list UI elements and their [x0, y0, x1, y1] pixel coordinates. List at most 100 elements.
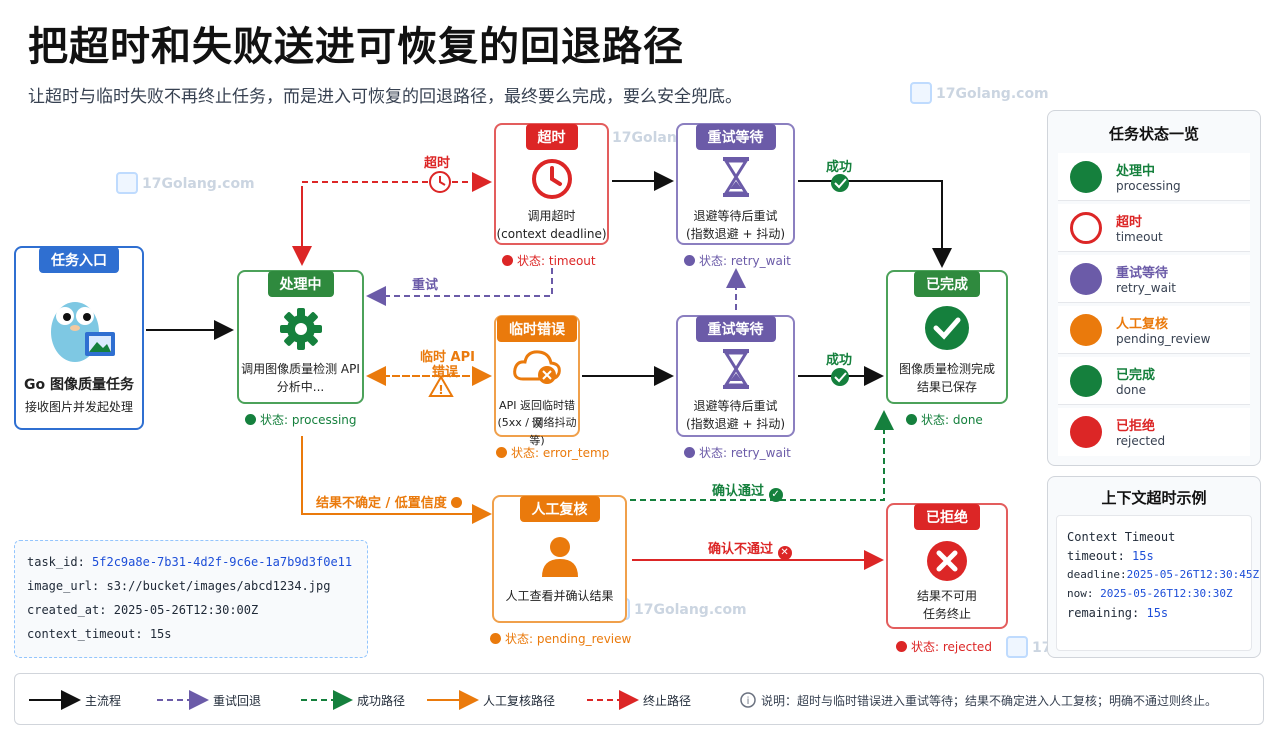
- status-retry-mid: 状态: retry_wait: [684, 444, 791, 461]
- watermark: 17Golang.com: [116, 172, 255, 194]
- node-retry-mid-head: 重试等待: [695, 316, 776, 342]
- page-title: 把超时和失败送进可恢复的回退路径: [28, 24, 684, 70]
- task-info-row: context_timeout: 15s: [27, 627, 172, 641]
- legend-terminate: 终止路径: [643, 694, 692, 708]
- edge-review-done: [630, 410, 894, 501]
- node-processing-desc2: 分析中...: [276, 380, 325, 394]
- cloud-error-icon: [511, 347, 563, 391]
- legend-note: 说明：超时与临时错误进入重试等待；结果不确定进入人工复核；明确不通过则终止。: [761, 694, 1218, 708]
- node-review-head: 人工复核: [519, 496, 600, 522]
- gear-icon: [278, 306, 324, 356]
- edge-label-timeout: 超时: [424, 156, 451, 171]
- status-item-timeout: 超时 timeout: [1058, 204, 1250, 252]
- node-temp-error-desc2: (5xx / 网络抖动等): [497, 416, 577, 447]
- edge-processing-timeout: [301, 172, 492, 262]
- status-dot: [490, 633, 501, 644]
- edge-label-retry: 重试: [412, 278, 439, 293]
- context-line: Context Timeout: [1067, 530, 1176, 544]
- status-item-done: 已完成 done: [1058, 357, 1250, 405]
- status-retry-top: 状态: retry_wait: [684, 252, 791, 269]
- legend-main: 主流程: [85, 694, 122, 708]
- node-processing: 处理中 调用图像质量检测 API 分析中...: [237, 270, 364, 404]
- status-panel-title: 任务状态一览: [1108, 125, 1199, 143]
- node-done-head: 已完成: [914, 271, 980, 297]
- node-rejected-desc2: 任务终止: [922, 607, 971, 621]
- status-item-processing: 处理中 processing: [1058, 153, 1250, 201]
- edge-retry-processing: [366, 268, 553, 306]
- task-info-row: task_id: 5f2c9a8e-7b31-4d2f-9c6e-1a7b9d3…: [27, 555, 353, 569]
- context-line: remaining: 15s: [1067, 606, 1169, 620]
- svg-text:!: !: [438, 383, 443, 397]
- status-done: 状态: done: [906, 411, 983, 428]
- hourglass-icon: [721, 155, 751, 203]
- node-retry-top-desc1: 退避等待后重试: [693, 209, 778, 223]
- context-line: deadline:2025-05-26T12:30:45Z: [1067, 568, 1260, 581]
- edge-label-uncertain: 结果不确定 / 低置信度: [316, 492, 463, 511]
- status-dot: [496, 447, 507, 458]
- task-info-box: task_id: 5f2c9a8e-7b31-4d2f-9c6e-1a7b9d3…: [14, 540, 368, 658]
- gear-icon: [1070, 161, 1102, 193]
- status-dot: [684, 447, 695, 458]
- gopher-icon: [41, 282, 117, 372]
- node-retry-mid-desc1: 退避等待后重试: [693, 399, 778, 413]
- clock-icon: [1070, 212, 1102, 244]
- person-icon: [540, 535, 580, 583]
- x-circle-icon: [925, 539, 969, 587]
- edge-label-success-mid: 成功: [826, 353, 853, 368]
- hourglass-icon: [721, 347, 751, 395]
- status-temp-error: 状态: error_temp: [496, 444, 609, 461]
- check-circle-icon: ✓: [768, 488, 783, 502]
- status-dot: [896, 641, 907, 652]
- status-rejected: 状态: rejected: [896, 638, 992, 655]
- edge-label-temp-error: 临时 API: [420, 350, 475, 365]
- node-temp-error-desc1: API 返回临时错误: [499, 399, 575, 430]
- status-timeout: 状态: timeout: [502, 252, 596, 269]
- node-timeout-desc1: 调用超时: [527, 209, 576, 223]
- status-panel: 任务状态一览 处理中 processing 超时 timeout 重试等待 re…: [1047, 110, 1261, 466]
- status-dot: [684, 255, 695, 266]
- node-processing-head: 处理中: [267, 271, 334, 297]
- check-circle-icon: [923, 304, 971, 356]
- status-item-retry: 重试等待 retry_wait: [1058, 255, 1250, 303]
- node-rejected-desc1: 结果不可用: [916, 589, 977, 603]
- edge-label-confirm-fail: 确认不通过 ✕: [708, 538, 792, 560]
- x-circle-icon: [1070, 416, 1102, 448]
- node-review-desc1: 人工查看并确认结果: [505, 589, 614, 603]
- node-retry-mid-desc2: (指数退避 + 抖动): [685, 417, 786, 431]
- node-done: 已完成 图像质量检测完成 结果已保存: [886, 270, 1008, 404]
- status-processing: 状态: processing: [245, 411, 357, 428]
- node-done-desc2: 结果已保存: [916, 380, 977, 394]
- person-icon: [1070, 314, 1102, 346]
- check-circle-icon: [1070, 365, 1102, 397]
- node-entry: 任务入口 Go 图像质量任务 接收图片并发起处理: [14, 246, 144, 430]
- node-rejected: 已拒绝 结果不可用 任务终止: [886, 503, 1008, 629]
- node-timeout: 超时 调用超时 (context deadline): [494, 123, 609, 245]
- status-item-review: 人工复核 pending_review: [1058, 306, 1250, 354]
- node-temp-error-head: 临时错误: [497, 316, 577, 342]
- context-panel: 上下文超时示例 Context Timeout timeout: 15s dea…: [1047, 476, 1261, 658]
- task-info-row: image_url: s3://bucket/images/abcd1234.j…: [27, 579, 331, 593]
- clock-icon: [429, 171, 451, 193]
- node-timeout-desc2: (context deadline): [496, 227, 607, 241]
- hourglass-icon: [1070, 263, 1102, 295]
- legend-bar: i 主流程 重试回退 成功路径 人工复核路径 终止路径 说明：超时与临时错误进入…: [14, 673, 1264, 725]
- task-info-row: created_at: 2025-05-26T12:30:00Z: [27, 603, 259, 617]
- page-subtitle: 让超时与临时失败不再终止任务，而是进入可恢复的回退路径，最终要么完成，要么安全兜…: [28, 87, 742, 107]
- status-item-rejected: 已拒绝 rejected: [1058, 408, 1250, 456]
- node-rejected-head: 已拒绝: [914, 504, 980, 530]
- node-retry-top: 重试等待 退避等待后重试 (指数退避 + 抖动): [676, 123, 795, 245]
- watermark: 17Golang.com: [910, 82, 1049, 104]
- node-entry-name: Go 图像质量任务: [24, 377, 134, 393]
- node-done-desc1: 图像质量检测完成: [898, 362, 995, 376]
- context-panel-title: 上下文超时示例: [1101, 489, 1207, 507]
- node-retry-mid: 重试等待 退避等待后重试 (指数退避 + 抖动): [676, 315, 795, 437]
- node-entry-desc: 接收图片并发起处理: [24, 400, 133, 414]
- legend-retry: 重试回退: [213, 694, 262, 708]
- status-dot: [502, 255, 513, 266]
- edge-label-success-top: 成功: [826, 160, 853, 175]
- watermark-icon: [1006, 636, 1028, 658]
- node-timeout-head: 超时: [525, 124, 578, 150]
- svg-text:i: i: [747, 696, 750, 707]
- edge-label-temp-error-2: 错误: [432, 365, 459, 380]
